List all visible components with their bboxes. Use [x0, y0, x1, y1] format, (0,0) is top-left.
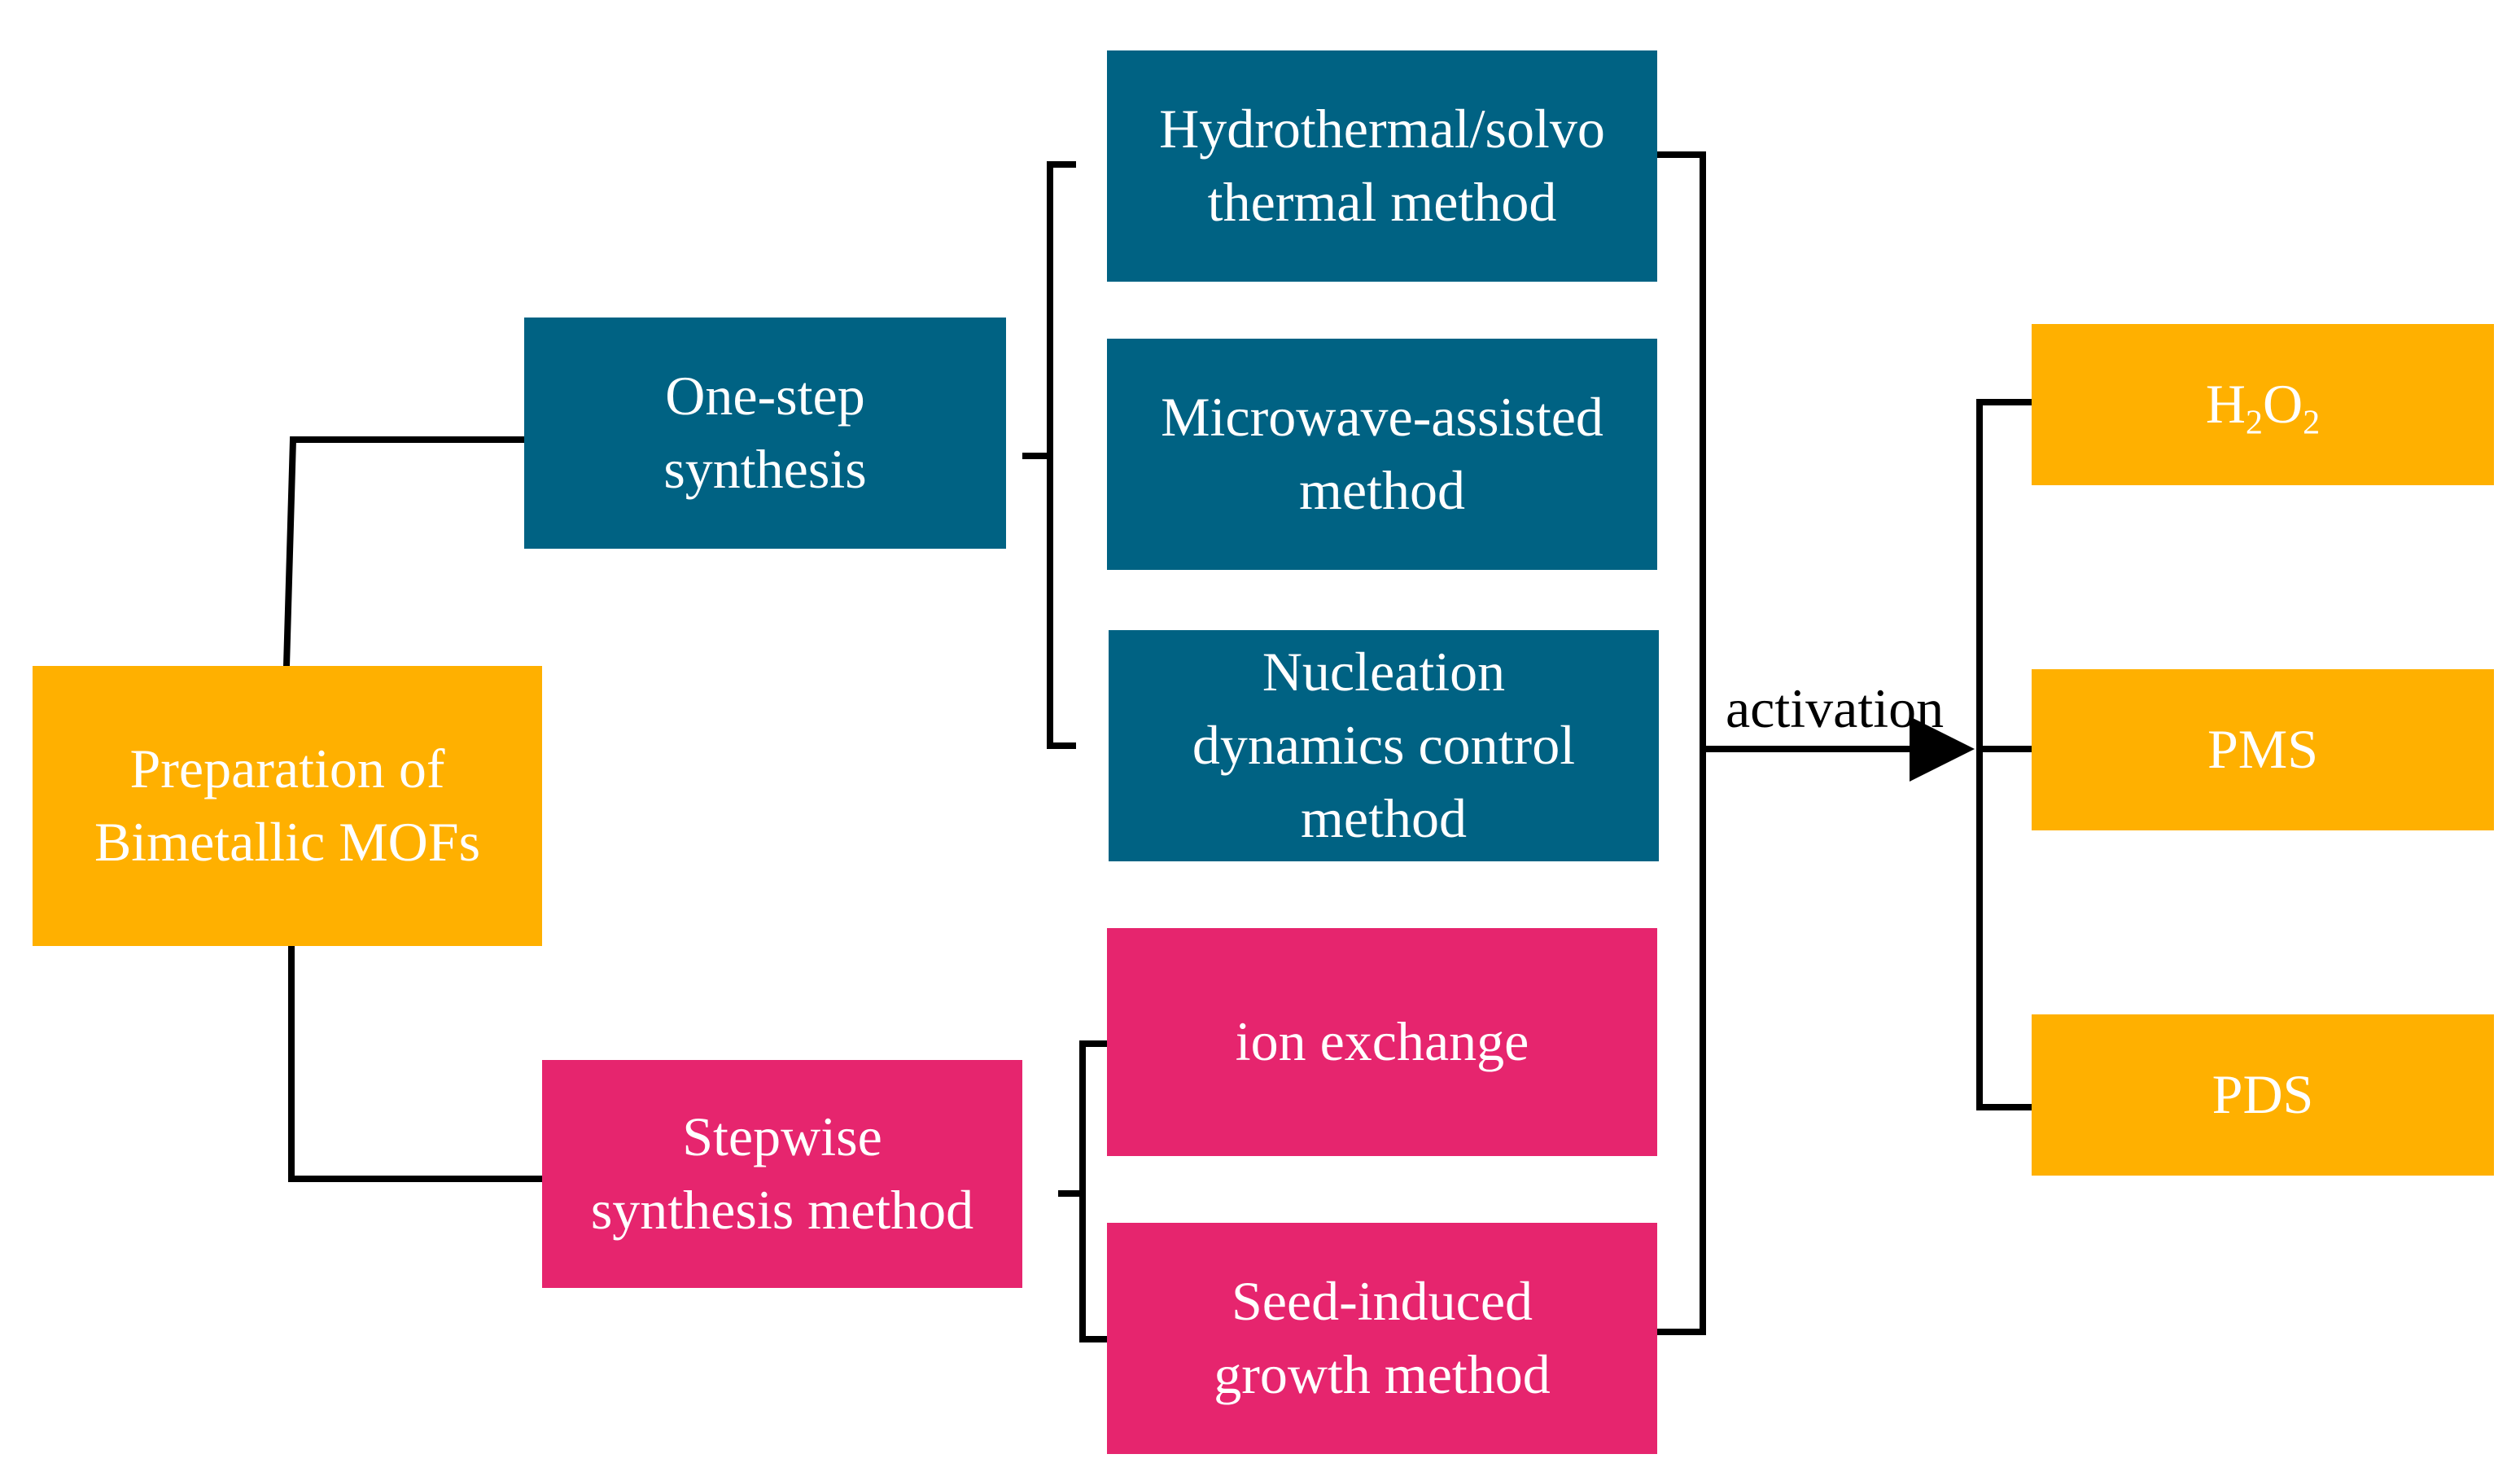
node-hydrothermal: Hydrothermal/solvo thermal method	[1107, 50, 1657, 282]
node-root-label: Preparation of Bimetallic MOFs	[94, 738, 481, 873]
node-pms: PMS	[2032, 669, 2494, 830]
node-ion-exchange-label: ion exchange	[1235, 1010, 1529, 1073]
node-h2o2: H2O2	[2032, 324, 2494, 485]
node-pds: PDS	[2032, 1014, 2494, 1176]
node-hydrothermal-label: Hydrothermal/solvo thermal method	[1159, 98, 1605, 233]
node-stepwise: Stepwise synthesis method	[542, 1060, 1022, 1288]
bracket-one-step	[1047, 161, 1076, 749]
bracket-stepwise	[1079, 1040, 1109, 1342]
node-nucleation-label: Nucleation dynamics control method	[1192, 641, 1576, 849]
node-pds-label: PDS	[2212, 1063, 2314, 1126]
node-seed-induced-label: Seed-induced growth method	[1214, 1270, 1551, 1405]
node-pms-label: PMS	[2207, 718, 2319, 781]
node-seed-induced: Seed-induced growth method	[1107, 1223, 1657, 1454]
bracket-oxidants	[1976, 399, 2035, 1110]
node-stepwise-label: Stepwise synthesis method	[590, 1106, 974, 1241]
connector-root-to-one-step	[282, 436, 531, 670]
node-root: Preparation of Bimetallic MOFs	[33, 666, 542, 946]
node-one-step: One-step synthesis	[524, 318, 1006, 549]
bracket-collector	[1654, 151, 1706, 1335]
node-one-step-label: One-step synthesis	[663, 365, 867, 500]
node-microwave: Microwave-assisted method	[1107, 339, 1657, 570]
node-microwave-label: Microwave-assisted method	[1161, 386, 1603, 521]
connector-root-to-stepwise	[288, 943, 545, 1182]
node-nucleation: Nucleation dynamics control method	[1109, 630, 1659, 861]
node-h2o2-label: H2O2	[2205, 373, 2321, 442]
activation-label: activation	[1726, 677, 1945, 739]
node-ion-exchange: ion exchange	[1107, 928, 1657, 1156]
